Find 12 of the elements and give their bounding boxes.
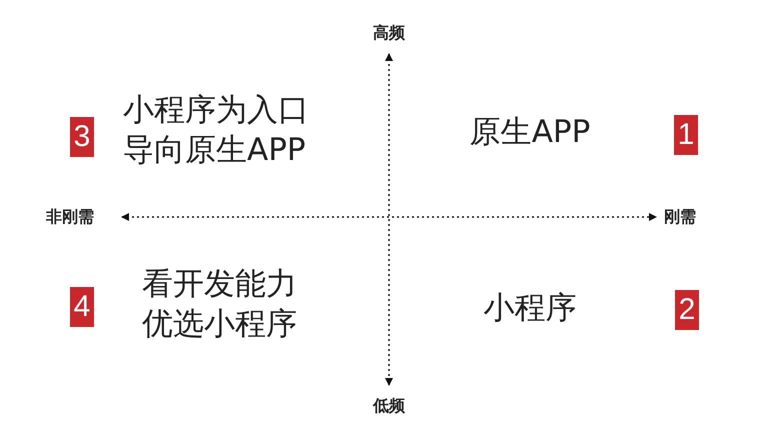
quadrant-text: 小程序为入口导向原生APP xyxy=(123,91,310,170)
quadrant-text: 原生APP xyxy=(468,113,592,152)
axis-label: 非刚需 xyxy=(46,207,95,228)
number-badge: 2 xyxy=(675,290,699,330)
quadrant-text: 小程序 xyxy=(482,289,578,328)
number-badge: 1 xyxy=(674,115,698,155)
axis-label: 高频 xyxy=(372,23,406,44)
number-badge: 3 xyxy=(70,117,94,157)
number-badge: 4 xyxy=(70,287,94,327)
axis-label: 低频 xyxy=(372,396,406,417)
quadrant-text: 看开发能力优选小程序 xyxy=(141,265,298,344)
axis-label: 刚需 xyxy=(664,207,697,228)
